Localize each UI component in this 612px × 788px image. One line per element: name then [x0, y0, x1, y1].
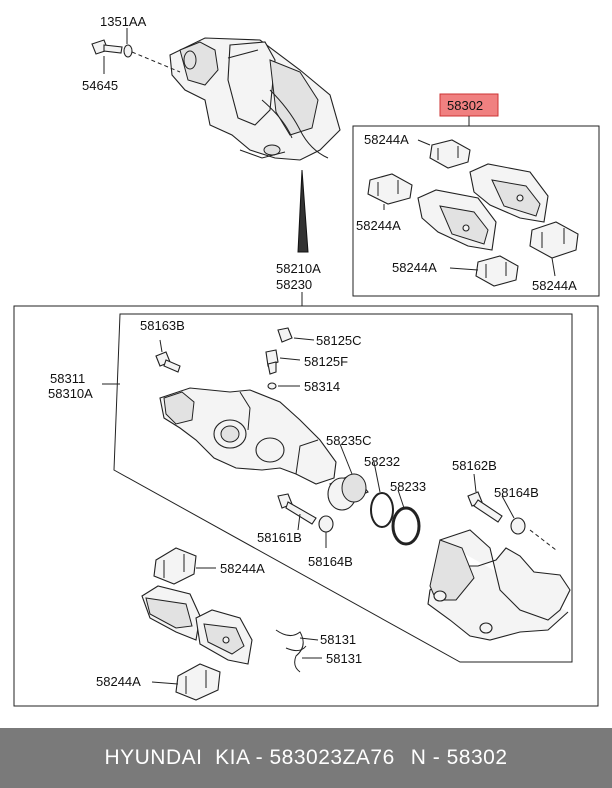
carrier-bracket: [427, 529, 571, 641]
brake-pad-kit-2: [417, 189, 497, 251]
brake-pad-lower-2: [195, 609, 253, 665]
guide-pin-58162B: [467, 491, 503, 523]
label-58131-1: 58131: [320, 632, 356, 647]
boot-58164B-right: [510, 517, 526, 535]
boot-58164B-left: [318, 515, 334, 533]
label-58164B-1: 58164B: [494, 485, 539, 500]
label-58244A-5: 58244A: [220, 561, 265, 576]
label-58131-2: 58131: [326, 651, 362, 666]
footer-bar: HYUNDAI KIA - 583023ZA76 N - 58302: [0, 728, 612, 788]
label-58235C: 58235C: [326, 433, 372, 448]
label-58244A-1: 58244A: [364, 132, 409, 147]
bleeder-screw-58125F: [265, 349, 279, 375]
label-58164B-2: 58164B: [308, 554, 353, 569]
label-58210A: 58210A: [276, 261, 321, 276]
clip-kit-4: [529, 221, 579, 259]
washer-1351AA: [123, 44, 133, 58]
guide-pin-58161B: [277, 493, 317, 525]
label-54645: 54645: [82, 78, 118, 93]
label-58125F: 58125F: [304, 354, 348, 369]
label-58162B: 58162B: [452, 458, 497, 473]
brake-pad-lower-1: [141, 585, 201, 641]
clip-kit-3: [475, 255, 519, 287]
label-58163B: 58163B: [140, 318, 185, 333]
label-1351AA: 1351AA: [100, 14, 147, 29]
arrow-indicator: [297, 169, 309, 253]
label-58244A-2: 58244A: [356, 218, 401, 233]
spring-58131: [275, 629, 307, 673]
label-58161B: 58161B: [257, 530, 302, 545]
brake-pad-kit-1: [469, 163, 549, 223]
label-58244A-3: 58244A: [392, 260, 437, 275]
label-58311: 58311: [50, 371, 85, 386]
label-58244A-6: 58244A: [96, 674, 141, 689]
caliper-assembly-top: [169, 37, 341, 161]
footer-reference: N - 58302: [410, 746, 508, 769]
label-58310A: 58310A: [48, 386, 93, 401]
bleeder-cap-58125C: [277, 327, 293, 343]
clip-lower-1: [153, 547, 197, 585]
bolt-54645: [91, 39, 123, 55]
footer-part-number: HYUNDAI KIA - 583023ZA76: [104, 746, 395, 769]
pad-kit-box: [352, 125, 600, 297]
label-58244A-4: 58244A: [532, 278, 577, 293]
label-58233: 58233: [390, 479, 426, 494]
caliper-box-outer: [13, 305, 599, 707]
label-58314: 58314: [304, 379, 340, 394]
caliper-box-inner: [113, 313, 573, 663]
boot-58233: [391, 506, 421, 546]
clip-kit-1: [429, 139, 471, 169]
seal-58232: [370, 492, 394, 528]
label-58302: 58302: [447, 98, 483, 113]
label-58230: 58230: [276, 277, 312, 292]
label-58125C: 58125C: [316, 333, 362, 348]
label-58232: 58232: [364, 454, 400, 469]
caliper-body: [159, 387, 337, 485]
piston-58235C: [327, 473, 369, 511]
bolt-58163B: [155, 351, 181, 373]
clip-lower-2: [175, 663, 221, 701]
clip-kit-2: [367, 173, 413, 205]
parts-diagram: 1351AA 54645 58302 58244A 58244A 58244A …: [13, 14, 600, 707]
plug-58314: [267, 382, 277, 390]
